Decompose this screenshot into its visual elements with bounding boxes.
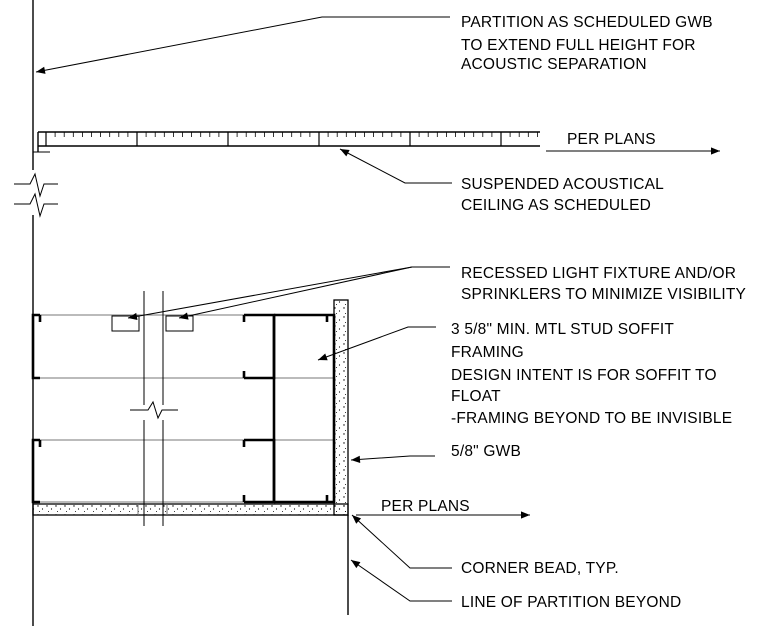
soffit-note: 3 5/8" MIN. MTL STUD SOFFIT FRAMING DESI… <box>451 321 732 427</box>
light-fixtures <box>111 315 194 332</box>
light-fixture-note: RECESSED LIGHT FIXTURE AND/OR SPRINKLERS… <box>461 265 746 303</box>
per-plans-top-label: PER PLANS <box>567 131 656 148</box>
leaders <box>35 16 720 602</box>
partition-beyond-note: LINE OF PARTITION BEYOND <box>461 594 681 611</box>
per-plans-bottom-label: PER PLANS <box>381 498 470 515</box>
gwb-note: 5/8" GWB <box>451 443 521 460</box>
acoustical-ceiling <box>33 131 540 153</box>
partition-note: PARTITION AS SCHEDULED GWB TO EXTEND FUL… <box>461 14 717 73</box>
ceiling-note: SUSPENDED ACOUSTICAL CEILING AS SCHEDULE… <box>461 176 668 214</box>
soffit-framing <box>31 313 336 504</box>
partition-wall-line <box>14 0 58 626</box>
hanger-break <box>130 291 178 526</box>
soffit-gwb-bottom <box>32 299 349 516</box>
corner-bead-note: CORNER BEAD, TYP. <box>461 560 619 577</box>
